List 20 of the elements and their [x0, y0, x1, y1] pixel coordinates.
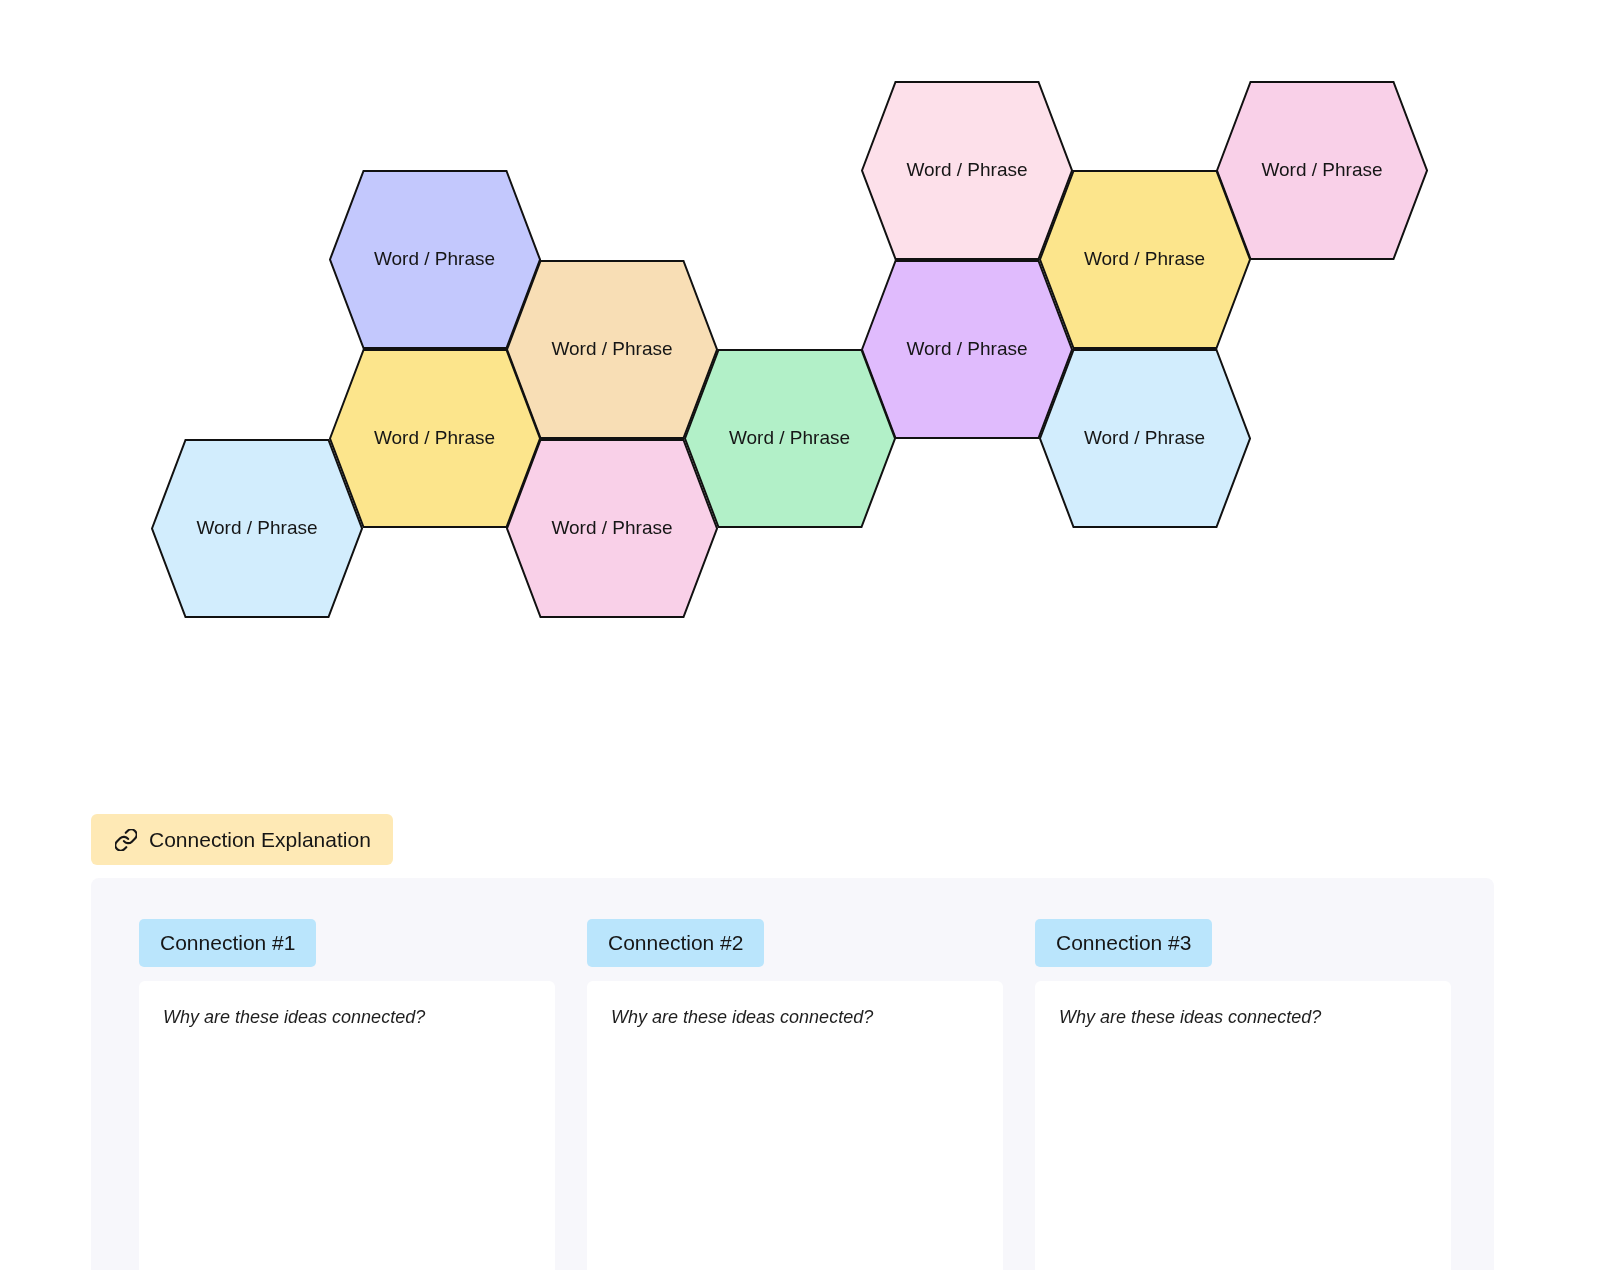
- prompt-text: Why are these ideas connected?: [1059, 1007, 1322, 1028]
- section-header: [91, 814, 393, 865]
- tile-text: Word / Phrase: [551, 337, 673, 361]
- tile-text: Word / Phrase: [1083, 427, 1206, 450]
- tile-text: Word / Phrase: [1083, 248, 1206, 271]
- connection-heading: Connection #1: [139, 919, 317, 967]
- connections-panel: [91, 878, 1494, 1270]
- tile-text: Word / Phrase: [906, 337, 1028, 361]
- tile-text: Word / Phrase: [196, 516, 318, 540]
- tile-text: Word / Phrase: [728, 427, 851, 450]
- prompt-text: Why are these ideas connected?: [163, 1007, 426, 1028]
- prompt-text: Why are these ideas connected?: [611, 1007, 874, 1028]
- tile-text: Word / Phrase: [373, 248, 496, 271]
- section-title: Connection Explanation: [149, 827, 371, 852]
- connection-heading: Connection #2: [587, 919, 765, 967]
- tile-text: Word / Phrase: [906, 158, 1028, 182]
- connection-heading: Connection #3: [1035, 919, 1213, 967]
- tile-text: Word / Phrase: [373, 427, 496, 450]
- tile-text: Word / Phrase: [551, 516, 673, 540]
- tile-text: Word / Phrase: [1261, 158, 1383, 182]
